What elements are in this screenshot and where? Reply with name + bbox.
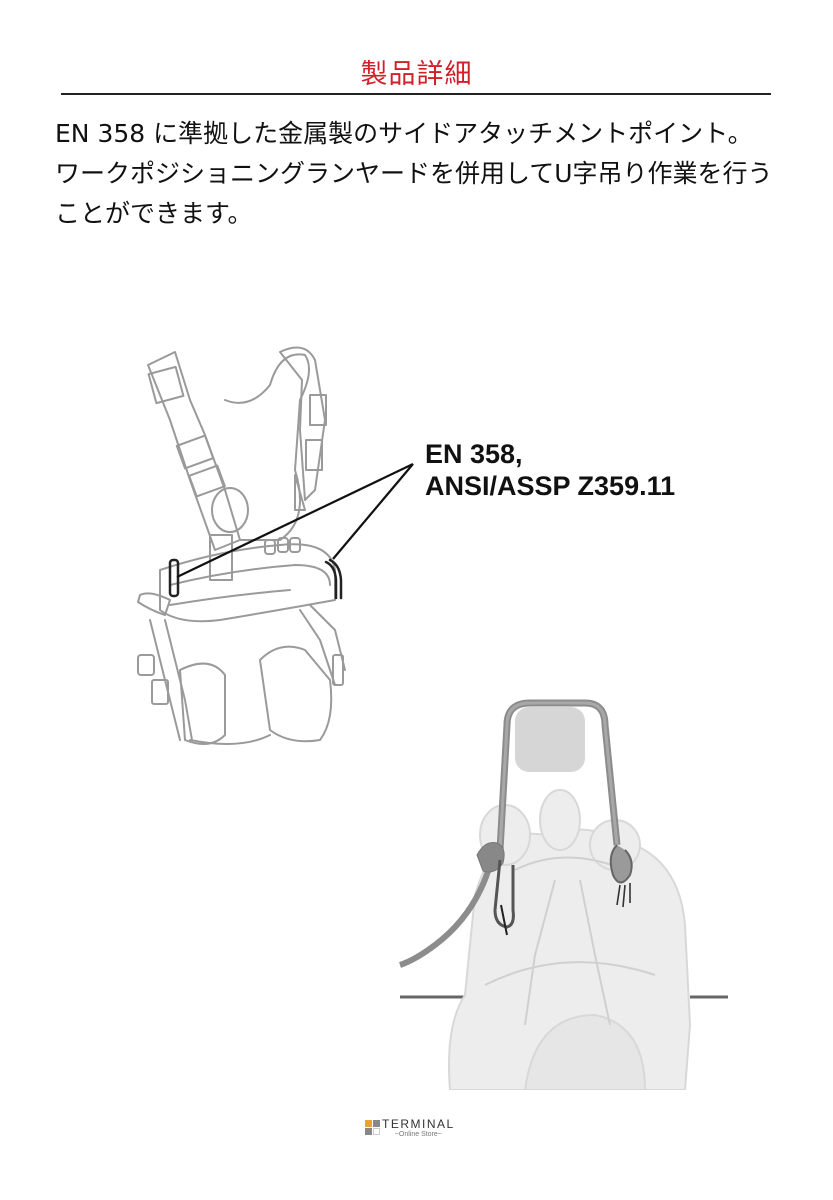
store-logo: TERMINAL ~Online Store~	[365, 1118, 455, 1139]
logo-name: TERMINAL	[382, 1117, 455, 1131]
standard-callout: EN 358, ANSI/ASSP Z359.11	[425, 438, 675, 502]
logo-mark-icon	[365, 1120, 380, 1135]
callout-line-1: EN 358,	[425, 439, 523, 469]
harness-illustration	[137, 346, 414, 745]
work-positioning-lanyard-illustration	[398, 699, 728, 1090]
section-title: 製品詳細	[360, 59, 473, 90]
logo-subtitle: ~Online Store~	[394, 1131, 442, 1138]
description-line: EN 358 に準拠した金属製のサイドアタッチメントポイント。	[55, 119, 753, 148]
product-description: EN 358 に準拠した金属製のサイドアタッチメントポイント。 ワークポジショニ…	[55, 114, 795, 234]
description-line: ワークポジショニングランヤードを併用してU字吊り作業を行うことができます。	[55, 159, 773, 228]
callout-line-2: ANSI/ASSP Z359.11	[425, 471, 676, 501]
title-divider	[61, 93, 771, 95]
